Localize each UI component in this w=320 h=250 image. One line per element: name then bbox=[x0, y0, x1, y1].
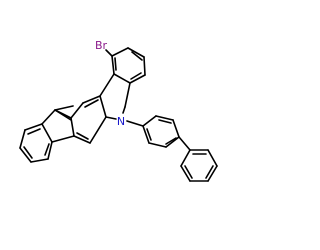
biphenyl-ring-2 bbox=[180, 149, 218, 182]
gem-dimethyl-bonds bbox=[54, 105, 74, 121]
central-benzene-ring bbox=[70, 95, 107, 144]
fluorene-benzene-ring bbox=[19, 123, 53, 163]
chemical-structure: Br N bbox=[19, 39, 218, 182]
nitrogen-atom-label: N bbox=[117, 115, 125, 128]
bromobenzene-ring bbox=[111, 47, 146, 84]
bonds bbox=[19, 47, 218, 182]
atom-labels: Br N bbox=[95, 39, 125, 128]
fluorene-five-ring bbox=[41, 109, 75, 143]
bromine-atom-label: Br bbox=[95, 39, 108, 52]
pyrrole-ring bbox=[99, 73, 131, 120]
biaryl-bond bbox=[178, 136, 191, 151]
biphenyl-ring-1 bbox=[142, 115, 180, 148]
n-aryl-bond bbox=[126, 120, 144, 127]
c-br-bond bbox=[105, 49, 113, 57]
